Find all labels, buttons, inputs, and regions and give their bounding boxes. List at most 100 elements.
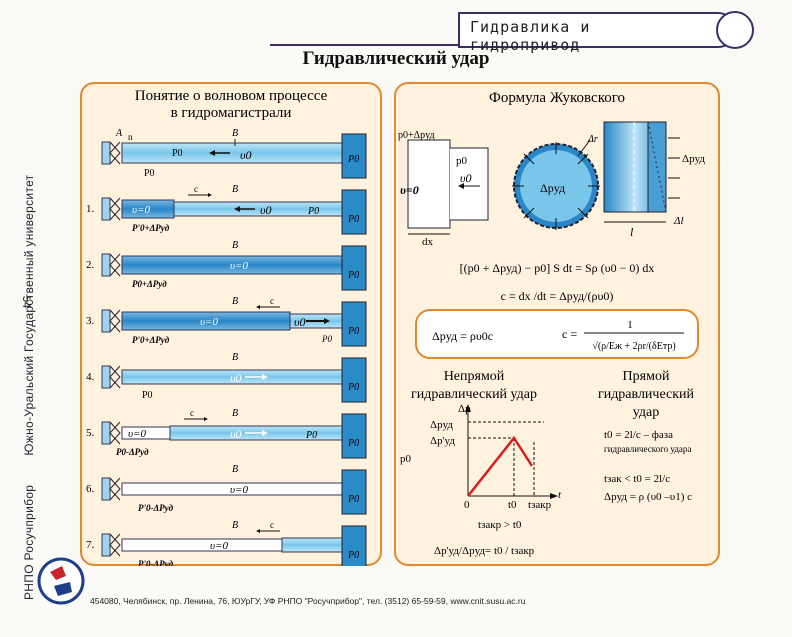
wave-title-line2: в гидромагистрали	[171, 105, 292, 121]
svg-text:υ0: υ0	[240, 148, 252, 162]
svg-text:υ=0: υ=0	[230, 484, 248, 496]
svg-text:B: B	[232, 296, 238, 307]
svg-text:P0: P0	[347, 438, 359, 449]
svg-text:P0: P0	[305, 430, 317, 441]
svg-text:гидравлический: гидравлический	[598, 387, 695, 402]
svg-text:удар: удар	[633, 405, 659, 420]
wave-speed-denominator: √(ρ/Eж + 2ρr/(δEтр)	[592, 341, 675, 352]
svg-text:3.: 3.	[86, 315, 95, 327]
pipe-stage-3: 3. P0 υ=0 υ0 c P'0+ΔPуд P0 B	[86, 296, 367, 347]
header-banner	[458, 12, 736, 48]
svg-text:1.: 1.	[86, 203, 95, 215]
svg-text:υ=0: υ=0	[128, 428, 146, 440]
svg-text:υ0: υ0	[294, 315, 306, 329]
side-strip: РНПО Росучприбор Южно-Уральский Государс…	[0, 0, 85, 637]
svg-text:B: B	[232, 520, 238, 531]
page-number: 54	[20, 295, 33, 309]
svg-text:B: B	[232, 128, 238, 139]
formula-box	[415, 309, 699, 359]
svg-text:P0: P0	[347, 326, 359, 337]
svg-text:υ=0: υ=0	[200, 316, 218, 328]
svg-text:P0: P0	[347, 270, 359, 281]
svg-text:Прямой: Прямой	[623, 369, 670, 384]
svg-text:P0: P0	[172, 148, 183, 159]
svg-text:P0: P0	[347, 550, 359, 561]
svg-text:гидравлический удар: гидравлический удар	[411, 387, 537, 402]
svg-text:P0: P0	[321, 334, 332, 344]
svg-text:5.: 5.	[86, 427, 95, 439]
svg-text:Δpуд: Δpуд	[540, 181, 565, 195]
footer-address: 454080, Челябинск, пр. Ленина, 76, ЮУрГУ…	[90, 596, 526, 606]
svg-text:υ=0: υ=0	[400, 183, 419, 197]
phase-definition-2: гидравлического удара	[604, 444, 691, 454]
svg-text:c: c	[194, 184, 198, 194]
pipe-stage-4: 4. P0 υ0 P0 B	[86, 352, 367, 403]
svg-text:B: B	[232, 240, 238, 251]
svg-text:dx: dx	[422, 236, 434, 248]
svg-text:P0: P0	[347, 154, 359, 165]
pipe-stage-7: 7. P0 υ=0 c P'0-ΔPуд B	[86, 520, 367, 566]
svg-text:p0: p0	[456, 155, 468, 167]
svg-text:Непрямой: Непрямой	[444, 369, 505, 384]
svg-text:P'0-ΔPуд: P'0-ΔPуд	[138, 503, 174, 513]
direct-pressure: Δpуд = ρ (υ0 –υ1) c	[604, 491, 692, 503]
pipe-circle-section: Δr Δpуд	[512, 134, 600, 230]
zhukovsky-formula: Δpуд = ρυ0c	[432, 329, 493, 343]
svg-text:P0: P0	[307, 206, 319, 217]
svg-text:0: 0	[464, 499, 470, 511]
svg-text:c: c	[270, 296, 274, 306]
svg-text:4.: 4.	[86, 371, 95, 383]
pipe-stage-2: 2. P0 υ=0 P0+ΔPуд B	[86, 240, 367, 291]
svg-text:tзакр: tзакр	[528, 499, 552, 511]
svg-text:c: c	[270, 520, 274, 530]
svg-text:Δpуд: Δpуд	[430, 419, 453, 431]
pipe-stage-6: 6. P0 υ=0 P'0-ΔPуд B	[86, 464, 367, 515]
svg-text:P0: P0	[142, 390, 153, 401]
svg-text:B: B	[232, 408, 238, 419]
pipe-wall-section: Δpуд l Δl	[603, 121, 705, 239]
svg-text:t0: t0	[508, 499, 517, 511]
svg-text:Δpуд: Δpуд	[682, 153, 705, 165]
svg-text:c: c	[190, 408, 194, 418]
svg-text:B: B	[232, 464, 238, 475]
svg-text:υ=0: υ=0	[132, 204, 150, 216]
momentum-equation: [(p0 + Δpуд) − p0] S dt = Sρ (υ0 − 0) dx	[460, 261, 655, 275]
wave-speed-equation: c = dx /dt = Δpуд/(ρυ0)	[501, 289, 614, 303]
svg-text:P'0-ΔPуд: P'0-ΔPуд	[138, 559, 174, 566]
svg-text:p0+Δpуд: p0+Δpуд	[398, 130, 435, 141]
svg-text:2.: 2.	[86, 259, 95, 271]
svg-text:P0: P0	[144, 168, 155, 179]
pressure-ratio: Δp'уд/Δpуд= t0 / tзакр	[434, 545, 535, 557]
wave-title-line1: Понятие о волновом процессе	[135, 88, 328, 104]
svg-text:P0+ΔPуд: P0+ΔPуд	[132, 279, 167, 289]
svg-text:P'0+ΔPуд: P'0+ΔPуд	[132, 335, 170, 345]
svg-text:υ0: υ0	[230, 427, 242, 441]
pipe-stage-0: P0 A n B P0 P0 υ0	[101, 128, 367, 179]
pipe-section-sketch: p0+Δpуд p0 υ0 υ=0 dx	[398, 130, 489, 248]
svg-text:Δl: Δl	[673, 215, 684, 227]
svg-text:P0: P0	[347, 214, 359, 225]
svg-text:B: B	[232, 184, 238, 195]
svg-text:B: B	[232, 352, 238, 363]
p0-label: p0	[400, 453, 412, 465]
svg-text:l: l	[630, 225, 634, 239]
svg-text:7.: 7.	[86, 539, 95, 551]
wave-process-diagram: Понятие о волновом процессе в гидромагис…	[86, 88, 367, 566]
pipe-stage-5: 5. P0 υ=0 υ0 P0 c P0-ΔPуд B	[86, 408, 367, 459]
svg-text:P0-ΔPуд: P0-ΔPуд	[116, 447, 149, 457]
svg-text:υ0: υ0	[460, 171, 472, 185]
svg-text:υ0: υ0	[230, 371, 242, 385]
brand-logo	[37, 557, 85, 605]
indirect-condition: tзакр > t0	[478, 519, 522, 531]
svg-text:P0: P0	[347, 382, 359, 393]
svg-text:A: A	[115, 128, 123, 139]
svg-text:P'0+ΔPуд: P'0+ΔPуд	[132, 223, 170, 233]
svg-text:Δp: Δp	[458, 403, 471, 415]
phase-definition: t0 = 2l/c – фаза	[604, 429, 673, 441]
page-title: Гидравлический удар	[302, 48, 490, 69]
svg-text:Δr: Δr	[587, 134, 598, 145]
header-title: Гидравлика и гидропривод	[470, 18, 591, 54]
zhukovsky-diagram: Формула Жуковского p0+Δpуд p0 υ0 υ=0 dx …	[398, 90, 705, 557]
direct-condition: tзак < t0 = 2l/c	[604, 473, 670, 485]
svg-text:6.: 6.	[86, 483, 95, 495]
